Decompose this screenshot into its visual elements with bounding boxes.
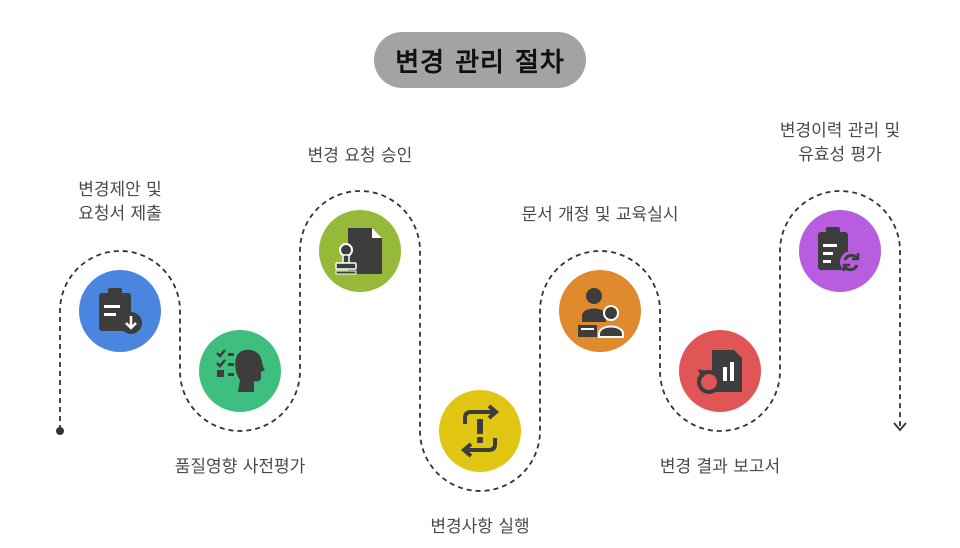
step-5-node <box>559 270 641 352</box>
people-training-icon <box>578 288 624 338</box>
clipboard-download-icon <box>99 288 142 334</box>
step-1-label-line-1: 변경제안 및 <box>78 180 162 200</box>
step-7-label: 변경이력 관리 및 유효성 평가 <box>755 119 925 167</box>
alert-refresh-icon <box>460 404 500 458</box>
step-6-node <box>679 330 761 412</box>
step-3-node <box>319 210 401 292</box>
diagram-title: 변경 관리 절차 <box>374 32 586 88</box>
step-4-label: 변경사항 실행 <box>395 515 565 539</box>
step-1-node <box>79 270 161 352</box>
step-1-label: 변경제안 및 요청서 제출 <box>40 178 200 226</box>
step-2-node <box>199 330 281 412</box>
step-5-label: 문서 개정 및 교육실시 <box>495 203 705 227</box>
step-5-label-line-1: 문서 개정 및 교육실시 <box>521 205 679 225</box>
step-3-label: 변경 요청 승인 <box>280 144 440 168</box>
step-1-label-line-2: 요청서 제출 <box>78 204 162 224</box>
step-3-label-line-1: 변경 요청 승인 <box>307 146 413 166</box>
flow-path <box>59 190 901 492</box>
step-6-label: 변경 결과 보고서 <box>630 455 810 479</box>
report-chart-icon <box>697 350 742 394</box>
stamp-document-icon <box>335 228 382 275</box>
flow-start-dot <box>56 427 64 435</box>
step-2-label: 품질영향 사전평가 <box>140 455 340 479</box>
step-4-label-line-1: 변경사항 실행 <box>430 517 530 537</box>
step-2-label-line-1: 품질영향 사전평가 <box>174 457 306 477</box>
step-7-node <box>799 210 881 292</box>
clipboard-refresh-icon <box>818 227 862 273</box>
step-7-label-line-1: 변경이력 관리 및 <box>779 121 901 141</box>
step-6-label-line-1: 변경 결과 보고서 <box>659 457 781 477</box>
checklist-head-icon <box>216 349 265 392</box>
step-7-label-line-2: 유효성 평가 <box>798 145 882 165</box>
flow-end-arrow <box>893 422 907 432</box>
step-4-node <box>439 390 521 472</box>
